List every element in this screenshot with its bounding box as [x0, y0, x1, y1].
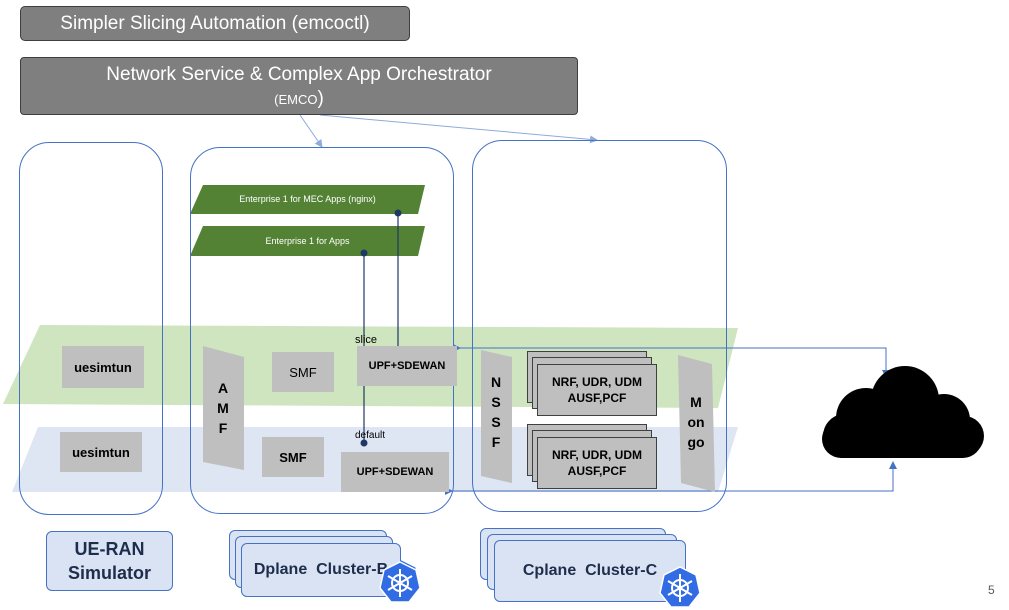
nssf-letter: F — [491, 434, 501, 450]
slice-upf-to-cloud-line — [453, 344, 890, 378]
dplane-cluster — [190, 147, 454, 514]
mongo-line: M — [690, 394, 702, 410]
dplane-label-card: Dplane Cluster-B — [241, 543, 401, 597]
slice-nf-line2: AUSF,PCF — [567, 391, 627, 405]
emco-to-dplane-arrow — [299, 114, 323, 148]
slice-nf-text: NRF, UDR, UDM AUSF,PCF — [537, 370, 657, 410]
orchestrator-box: Network Service & Complex App Orchestrat… — [20, 57, 578, 115]
amf-letter: F — [218, 420, 228, 436]
default-ue-box: uesimtun — [60, 432, 142, 472]
ue-ran-label-line2: Simulator — [67, 563, 151, 583]
amf-shape — [203, 346, 244, 470]
default-label: default — [355, 430, 386, 441]
ue-ran-cluster — [19, 142, 163, 515]
default-smf-box: SMF — [262, 437, 324, 477]
nssf-letter: S — [491, 394, 501, 410]
emco-label: (EMCO — [274, 91, 318, 107]
mongo-shape — [678, 355, 715, 492]
amf-letter: M — [217, 400, 229, 416]
default-upf-to-cloud-line — [445, 461, 897, 495]
default-upf-box: UPF+SDEWAN — [341, 452, 449, 492]
enterprise-apps-plane — [190, 226, 425, 256]
slice-upf-box: UPF+SDEWAN — [357, 346, 457, 386]
slice-ue-box: uesimtun — [62, 346, 144, 388]
cplane-cluster — [472, 140, 727, 512]
mongo-label: M on go — [680, 392, 712, 452]
default-nf-text: NRF, UDR, UDM AUSF,PCF — [537, 443, 657, 483]
amf-label: A M F — [208, 378, 238, 438]
apps-connector-top-dot — [360, 249, 368, 257]
apps-connector-bottom-dot — [360, 439, 368, 447]
mongo-line: on — [687, 414, 705, 430]
automation-box: Simpler Slicing Automation (emcoctl) — [20, 6, 410, 41]
automation-label: Simpler Slicing Automation (emcoctl) — [60, 12, 370, 34]
slice-label: slice — [355, 334, 378, 346]
ue-ran-label-line1: UE-RAN — [74, 539, 145, 559]
default-nf-card-front — [537, 437, 657, 489]
cloud-icon — [822, 366, 984, 458]
ue-ran-label-card: UE-RAN Simulator — [46, 531, 173, 591]
nssf-letter: N — [490, 374, 502, 390]
page-number: 5 — [988, 583, 995, 597]
emco-paren: ) — [317, 87, 324, 109]
mongo-line: go — [687, 434, 705, 450]
nssf-letter: S — [491, 414, 501, 430]
amf-letter: A — [217, 380, 229, 396]
enterprise-mec-label: Enterprise 1 for MEC Apps (nginx) — [239, 194, 376, 204]
nssf-shape — [481, 350, 512, 483]
enterprise-mec-plane — [190, 185, 425, 214]
emco-to-cplane-arrow — [319, 114, 598, 144]
default-nf-line2: AUSF,PCF — [567, 464, 627, 478]
slice-nf-card-front — [537, 364, 657, 416]
orchestrator-subtitle: (EMCO) — [274, 88, 324, 111]
enterprise-apps-label: Enterprise 1 for Apps — [265, 236, 350, 246]
nssf-label: N S S F — [481, 372, 511, 452]
orchestrator-title: Network Service & Complex App Orchestrat… — [106, 63, 492, 85]
mec-connector-top-dot — [394, 209, 402, 217]
slice-smf-box: SMF — [272, 352, 334, 392]
slice-nf-line1: NRF, UDR, UDM — [552, 375, 642, 389]
cplane-label-card: Cplane Cluster-C — [494, 540, 686, 602]
default-nf-line1: NRF, UDR, UDM — [552, 448, 642, 462]
